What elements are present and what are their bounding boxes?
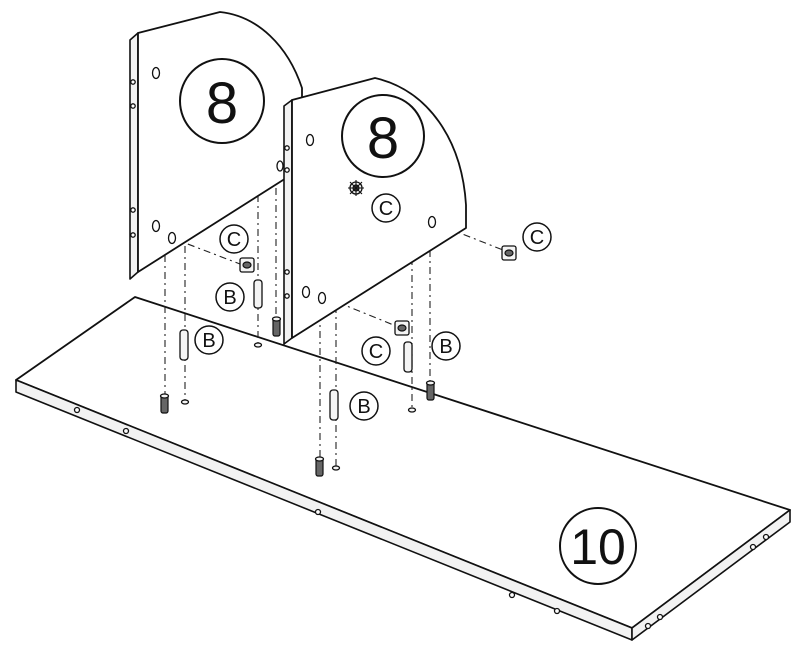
callout-b2: B	[202, 330, 215, 352]
cam-bolt-4	[425, 380, 436, 401]
right-panel-holes	[276, 133, 437, 305]
cam-lock-2	[394, 320, 410, 336]
right-panel-number: 8	[367, 106, 399, 171]
callout-c1: C	[227, 229, 241, 251]
callout-c4: C	[369, 341, 383, 363]
cam-bolt-head-1	[180, 399, 190, 405]
cam-bolt-3	[314, 456, 325, 477]
cam-bolt-head-3	[331, 465, 341, 471]
cam-bolt-2	[271, 316, 282, 337]
dowels	[179, 279, 413, 421]
board-number-circle	[559, 507, 637, 585]
cam-locks	[239, 180, 517, 336]
board-holes	[73, 406, 770, 630]
dowel-2	[179, 329, 189, 361]
callout-b1-circle	[215, 282, 245, 312]
left-panel-holes	[130, 66, 177, 245]
right-side-panel: 8	[276, 77, 467, 345]
cam-lock-1	[239, 257, 255, 273]
callout-c2: C	[379, 198, 393, 220]
left-panel-number-circle	[179, 58, 265, 144]
board-label-group: 10	[559, 507, 637, 585]
cam-bolt-head-2	[253, 342, 263, 348]
callout-c3-circle	[522, 222, 552, 252]
dowel-1	[253, 279, 263, 309]
cam-lock-3	[348, 180, 364, 196]
cam-bolts	[159, 316, 436, 477]
callout-b4-circle	[349, 391, 379, 421]
left-side-panel: 8	[129, 11, 303, 280]
cam-bolt-head-4	[407, 407, 417, 413]
callout-b3: B	[439, 336, 452, 358]
left-panel-number: 8	[206, 71, 238, 136]
callout-b1: B	[223, 287, 236, 309]
callout-b2-circle	[194, 325, 224, 355]
callout-c2-circle	[371, 193, 401, 223]
bottom-board	[15, 296, 791, 641]
dowel-3	[403, 341, 413, 373]
dowel-4	[329, 389, 339, 421]
callouts: C C C C B B B B	[194, 193, 552, 421]
right-panel-number-circle	[341, 94, 425, 178]
callout-c4-circle	[361, 336, 391, 366]
board-number: 10	[570, 519, 626, 575]
callout-b3-circle	[431, 331, 461, 361]
callout-c1-circle	[219, 224, 249, 254]
callout-b4: B	[357, 396, 370, 418]
cam-lock-4	[501, 245, 517, 261]
cam-bolt-1	[159, 393, 170, 414]
callout-c3: C	[530, 227, 544, 249]
